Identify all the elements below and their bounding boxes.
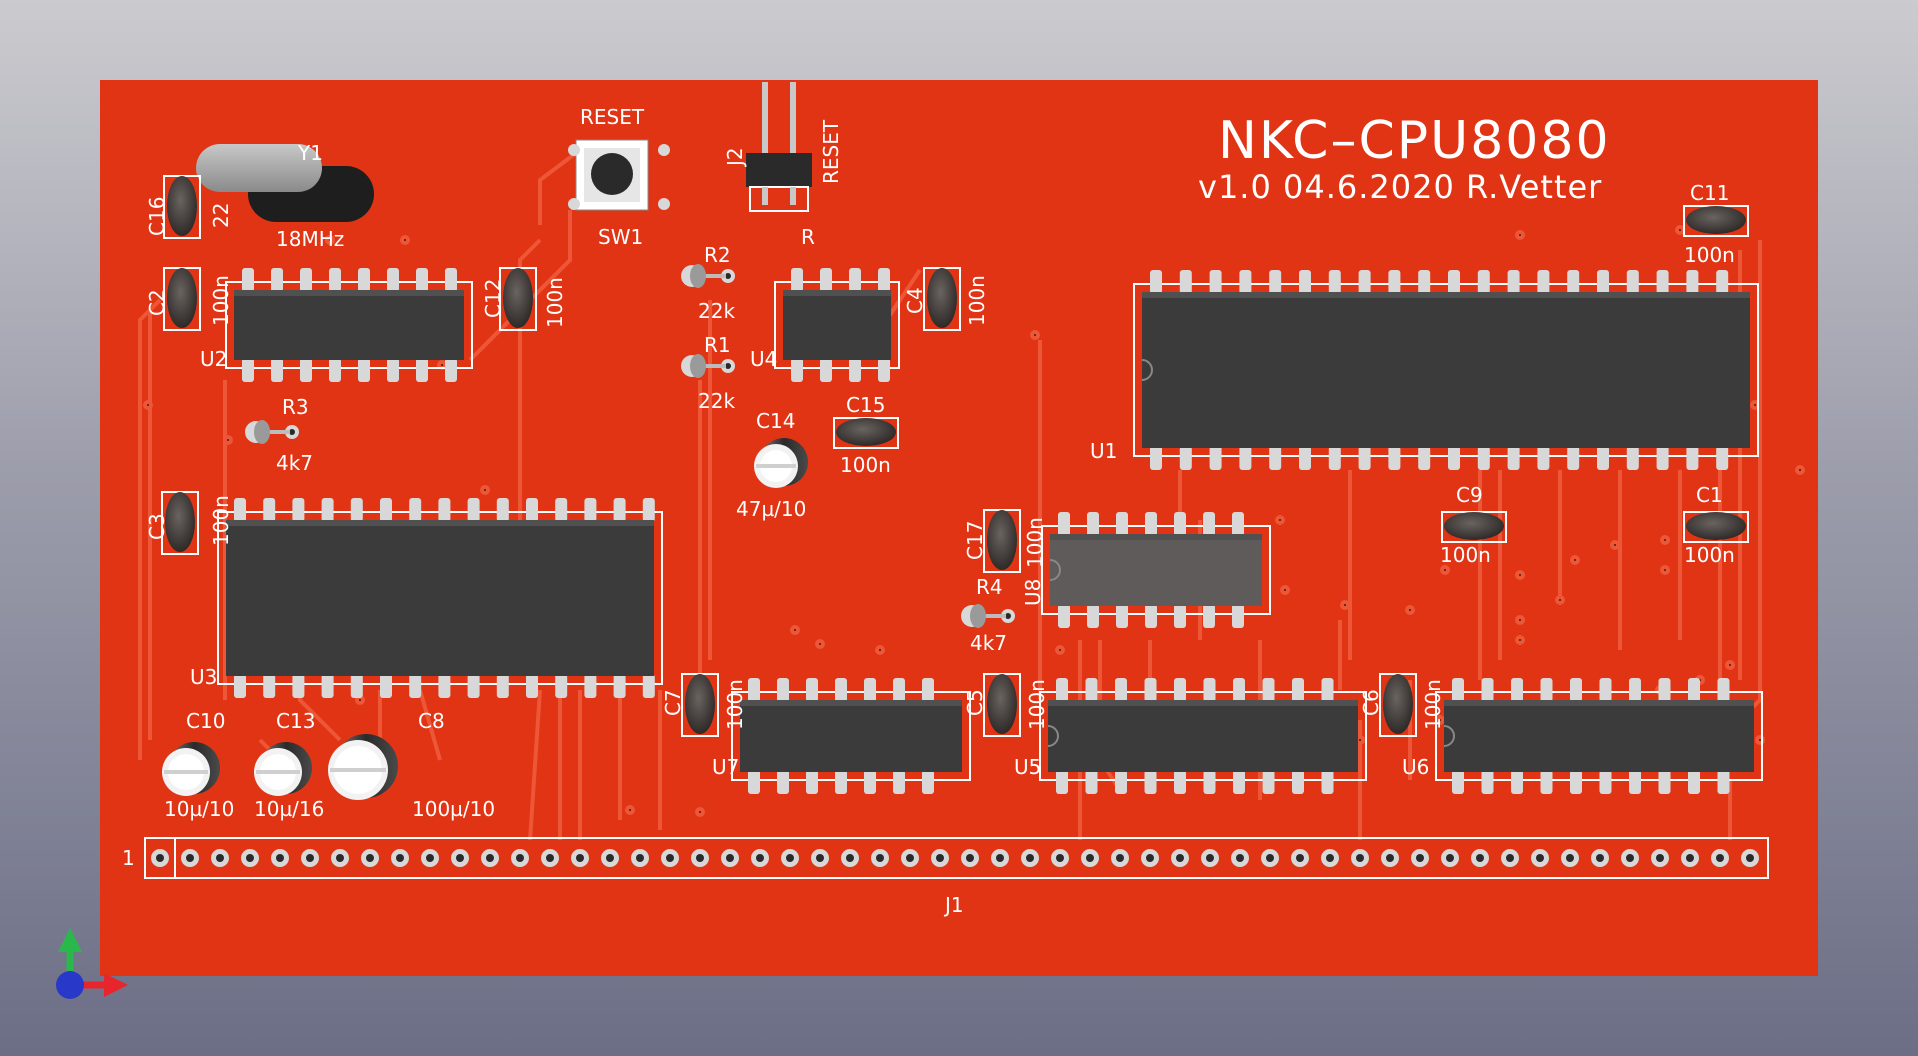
c1-value: 100n [1684,543,1735,567]
capacitor-c12 [499,267,537,331]
ic-u8 [1041,512,1271,628]
capacitor-c11 [1683,205,1749,237]
r1-value: 22k [698,389,735,413]
c15-ref: C15 [846,393,885,417]
c16-ref: C16 [145,197,169,236]
r3-ref: R3 [282,395,309,419]
capacitor-c1 [1683,511,1749,543]
c1-ref: C1 [1696,483,1723,507]
sw1-title: RESET [580,105,645,129]
c12-ref: C12 [481,279,505,318]
c13-ref: C13 [276,709,315,733]
u4-ref: U4 [750,347,777,371]
capacitor-c10 [162,742,220,796]
c17-ref: C17 [963,521,987,560]
j2-r-label: R [801,225,815,249]
switch-sw1[interactable]: RESET SW1 [568,105,670,249]
capacitor-c5 [983,673,1021,737]
crystal-y1: 18MHz [196,144,374,251]
board-subtitle: v1.0 04.6.2020 R.Vetter [1198,168,1602,206]
c5-ref: C5 [963,689,987,716]
j2-reset-label: RESET [819,119,843,184]
resistor-r2 [681,264,735,288]
c10-ref: C10 [186,709,225,733]
c14-value: 47µ/10 [736,497,806,521]
c2-value: 100n [209,275,233,326]
u6-ref: U6 [1402,755,1429,779]
ic-u5 [1039,678,1367,794]
ic-u1 [1133,270,1759,470]
c3-ref: C3 [145,513,169,540]
c5-value: 100n [1025,679,1049,730]
r3-value: 4k7 [276,451,313,475]
c3-value: 100n [209,495,233,546]
r2-value: 22k [698,299,735,323]
c7-value: 100n [723,679,747,730]
ic-u6 [1435,678,1763,794]
c13-value: 10µ/16 [254,797,324,821]
resistor-r3 [245,420,299,444]
c6-ref: C6 [1359,689,1383,716]
capacitor-c8 [328,734,398,800]
capacitor-c14 [754,438,808,488]
c11-ref: C11 [1690,181,1729,205]
capacitor-c9 [1441,511,1507,543]
c14-ref: C14 [756,409,795,433]
c17-value: 100n [1023,517,1047,568]
r2-ref: R2 [704,243,731,267]
u1-ref: U1 [1090,439,1117,463]
c6-value: 100n [1421,679,1445,730]
capacitor-c16 [163,175,201,239]
c16-value: 22 [209,203,233,228]
r4-value: 4k7 [970,631,1007,655]
ic-u7 [731,678,971,794]
axis-gizmo [56,928,128,999]
c10-value: 10µ/10 [164,797,234,821]
r1-ref: R1 [704,333,731,357]
capacitor-c13 [254,742,312,796]
board-title: NKC–CPU8080 [1218,111,1611,171]
capacitor-c4 [923,267,961,331]
jumper-j2[interactable]: J2 RESET R [723,82,843,249]
c8-ref: C8 [418,709,445,733]
c4-ref: C4 [903,287,927,314]
c12-value: 100n [543,277,567,328]
u3-ref: U3 [190,665,217,689]
capacitor-c3 [161,491,199,555]
u8-ref: U8 [1021,579,1045,606]
c15-value: 100n [840,453,891,477]
ic-u3 [217,498,663,698]
j2-ref: J2 [723,147,747,168]
ic-u4 [774,268,900,382]
connector-j1: 1 J1 [122,837,1769,917]
ic-u2 [225,268,473,382]
c7-ref: C7 [661,689,685,716]
c8-value: 100µ/10 [412,797,495,821]
resistor-r1 [681,354,735,378]
u7-ref: U7 [712,755,739,779]
c9-value: 100n [1440,543,1491,567]
u2-ref: U2 [200,347,227,371]
y1-value: 18MHz [276,227,344,251]
u5-ref: U5 [1014,755,1041,779]
resistor-r4 [961,604,1015,628]
c4-value: 100n [965,275,989,326]
y1-ref: Y1 [297,141,323,165]
j1-pin1-label: 1 [122,846,135,870]
capacitor-c17 [983,509,1021,573]
r4-ref: R4 [976,575,1003,599]
capacitor-c15 [833,417,899,449]
capacitor-c7 [681,673,719,737]
j1-ref: J1 [943,893,964,917]
c11-value: 100n [1684,243,1735,267]
c2-ref: C2 [145,289,169,316]
capacitor-c6 [1379,673,1417,737]
capacitor-c2 [163,267,201,331]
sw1-ref: SW1 [598,225,643,249]
c9-ref: C9 [1456,483,1483,507]
